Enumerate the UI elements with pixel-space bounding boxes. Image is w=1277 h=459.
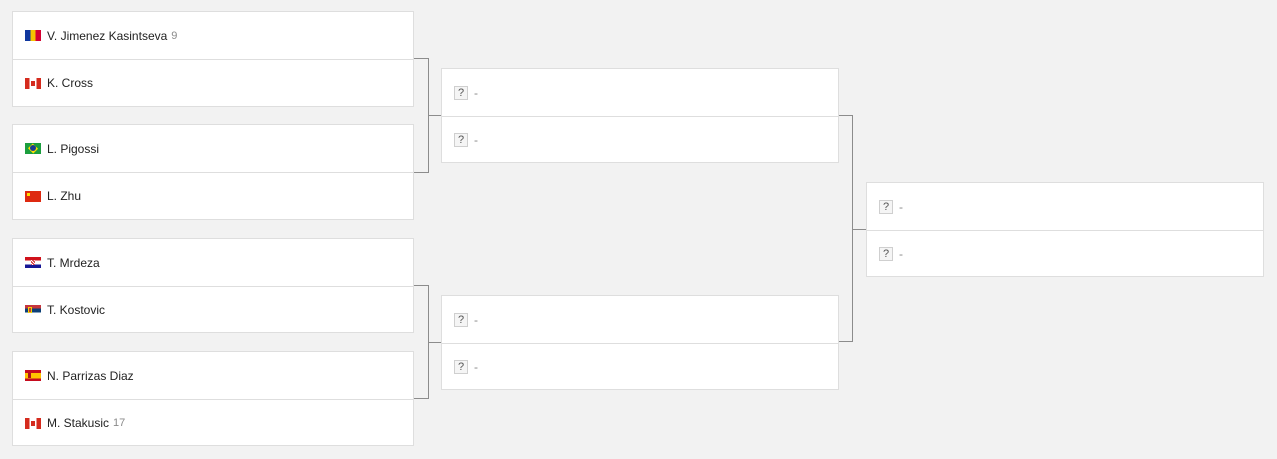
bracket-connector <box>839 341 852 342</box>
bracket-connector <box>414 285 428 286</box>
canada-flag-icon <box>25 77 41 89</box>
player-name: L. Zhu <box>47 189 82 203</box>
unknown-player-icon: ? <box>454 312 468 327</box>
brazil-flag-icon <box>25 143 41 154</box>
bracket-connector <box>852 229 866 230</box>
tbd-row[interactable]: ? - <box>442 296 838 343</box>
match-r1-1: V. Jimenez Kasintseva 9 K. Cross <box>12 11 414 107</box>
player-name: K. Cross <box>47 76 94 90</box>
canada-flag-icon <box>25 417 41 429</box>
bracket-connector <box>428 342 441 343</box>
player-name: L. Pigossi <box>47 141 100 156</box>
player-row[interactable]: M. Stakusic 17 <box>13 399 413 446</box>
tbd-row[interactable]: ? - <box>442 343 838 390</box>
bracket-connector <box>414 398 428 399</box>
match-r2-1: ? - ? - <box>441 68 839 163</box>
match-r1-4: N. Parrizas Diaz M. Stakusic 17 <box>12 351 414 446</box>
player-seed: 17 <box>113 417 126 429</box>
tbd-label: - <box>474 312 478 327</box>
tbd-row[interactable]: ? - <box>442 116 838 163</box>
croatia-flag-icon <box>25 257 41 268</box>
tbd-row[interactable]: ? - <box>867 230 1263 277</box>
player-seed: 9 <box>171 29 178 42</box>
tbd-label: - <box>474 360 478 374</box>
match-r2-2: ? - ? - <box>441 295 839 390</box>
player-row[interactable]: N. Parrizas Diaz <box>13 352 413 399</box>
tbd-row[interactable]: ? - <box>867 183 1263 230</box>
player-name: N. Parrizas Diaz <box>47 368 134 383</box>
player-row[interactable]: K. Cross <box>13 59 413 106</box>
unknown-player-icon: ? <box>879 199 893 214</box>
unknown-player-icon: ? <box>454 360 468 374</box>
spain-flag-icon <box>25 370 41 381</box>
tbd-label: - <box>474 133 478 147</box>
serbia-flag-icon <box>25 304 41 316</box>
player-row[interactable]: V. Jimenez Kasintseva 9 <box>13 12 413 59</box>
tbd-label: - <box>899 199 903 214</box>
bracket-connector <box>428 115 441 116</box>
bracket-connector <box>414 172 428 173</box>
player-row[interactable]: L. Zhu <box>13 172 413 219</box>
unknown-player-icon: ? <box>879 247 893 261</box>
bracket-connector <box>852 115 853 342</box>
match-r1-3: T. Mrdeza T. Kostovic <box>12 238 414 333</box>
china-flag-icon <box>25 190 41 202</box>
player-name: V. Jimenez Kasintseva <box>47 28 168 43</box>
bracket-connector <box>839 115 852 116</box>
unknown-player-icon: ? <box>454 85 468 100</box>
match-r3-1: ? - ? - <box>866 182 1264 277</box>
unknown-player-icon: ? <box>454 133 468 147</box>
andorra-flag-icon <box>25 30 41 41</box>
tbd-label: - <box>474 85 478 100</box>
player-row[interactable]: T. Kostovic <box>13 286 413 333</box>
match-r1-2: L. Pigossi L. Zhu <box>12 124 414 220</box>
player-name: T. Kostovic <box>47 303 106 317</box>
tbd-label: - <box>899 247 903 261</box>
tbd-row[interactable]: ? - <box>442 69 838 116</box>
bracket-connector <box>414 58 428 59</box>
player-name: M. Stakusic <box>47 416 110 430</box>
player-row[interactable]: L. Pigossi <box>13 125 413 172</box>
player-row[interactable]: T. Mrdeza <box>13 239 413 286</box>
player-name: T. Mrdeza <box>47 255 100 270</box>
